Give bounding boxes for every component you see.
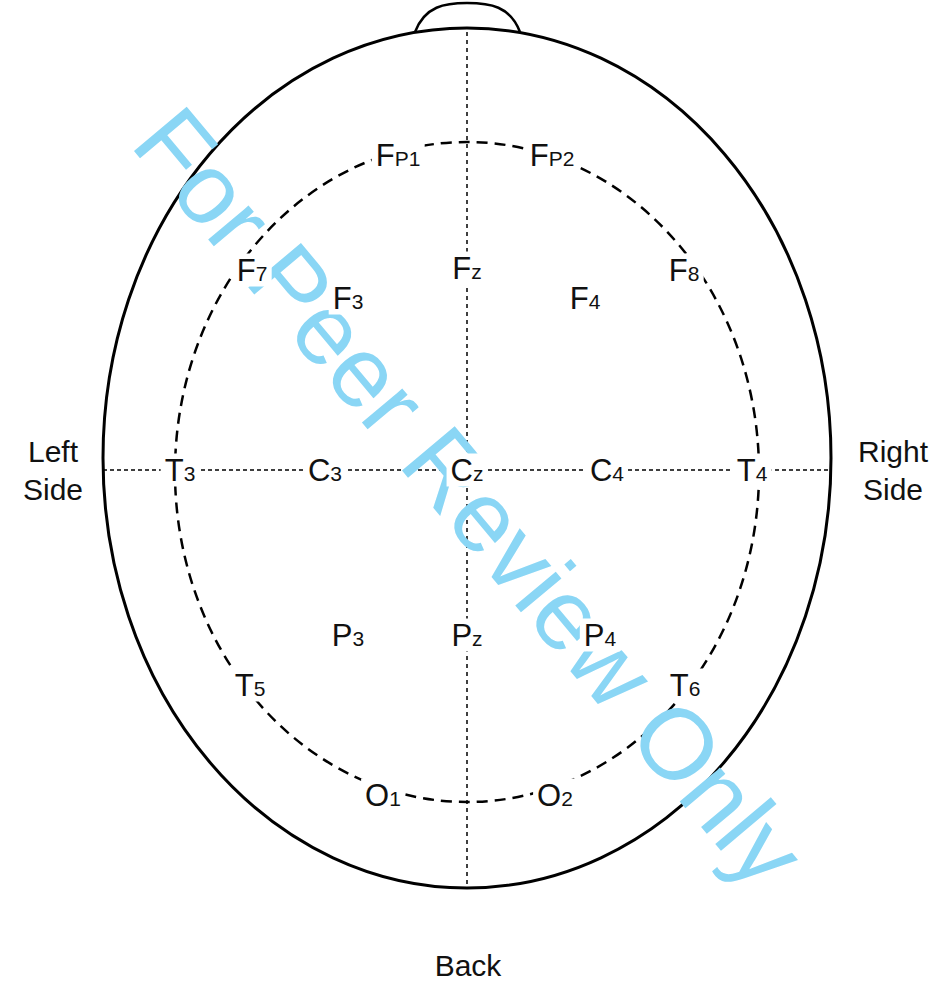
electrode-label: Cz	[447, 454, 488, 487]
electrode-label: P4	[580, 619, 620, 652]
electrode-label: T6	[666, 669, 705, 702]
electrode-label: T3	[161, 454, 200, 487]
electrode-label: F7	[233, 254, 272, 287]
electrode-label: FP2	[526, 139, 579, 172]
electrode-label: Pz	[447, 619, 486, 652]
electrode-label: F3	[329, 282, 368, 315]
electrode-label: F4	[566, 282, 605, 315]
side-label: Left Side	[4, 432, 102, 509]
side-label: Back	[431, 946, 506, 986]
electrode-label: P3	[328, 619, 368, 652]
watermark: For Peer Review Only	[114, 87, 827, 907]
electrode-label: O1	[361, 779, 405, 812]
electrode-label: C4	[586, 454, 628, 487]
electrode-label: F8	[665, 254, 704, 287]
electrode-label: T4	[733, 454, 772, 487]
electrode-label: O2	[533, 779, 577, 812]
electrode-label: T5	[231, 669, 270, 702]
electrode-label: C3	[304, 454, 346, 487]
electrode-label: Fz	[448, 252, 485, 285]
electrode-label: FP1	[372, 139, 425, 172]
side-label: Right Side	[854, 432, 932, 509]
